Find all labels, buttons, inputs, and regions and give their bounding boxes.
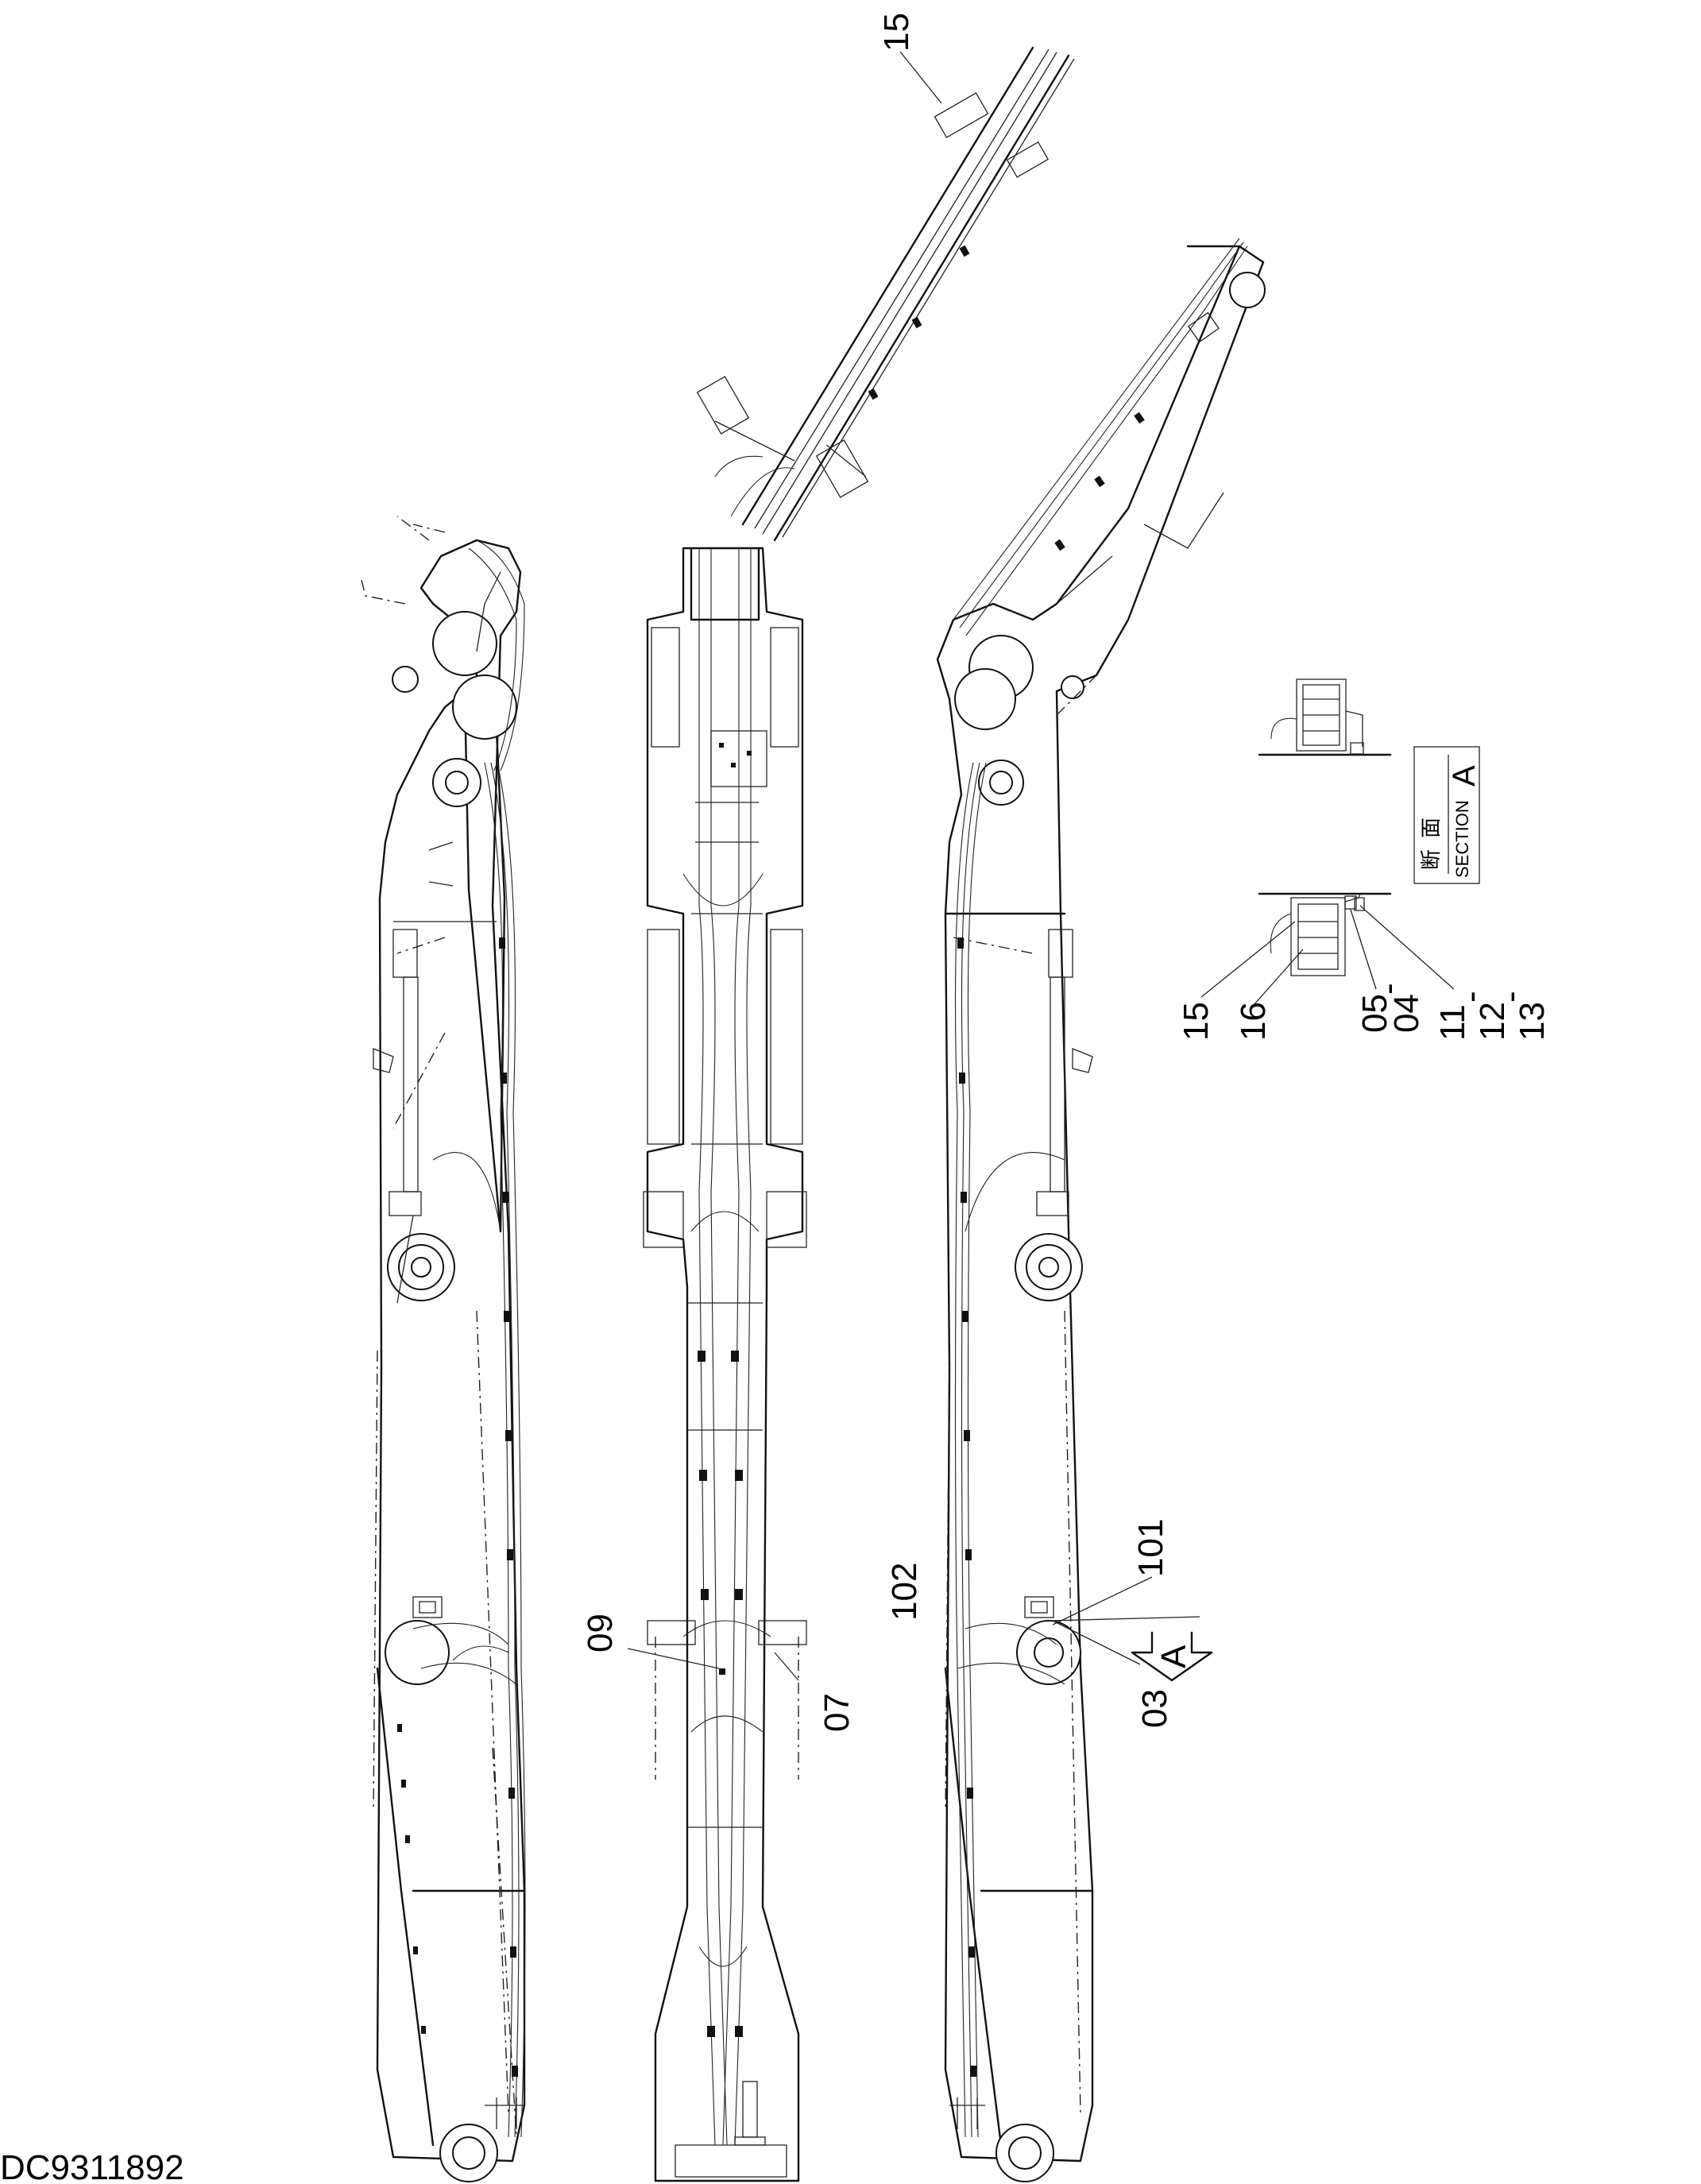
right-boom-side-view: [936, 238, 1266, 2182]
section-cjk-2: 面: [1420, 818, 1444, 838]
callout-15-detail: 15: [1177, 1002, 1216, 1041]
callout-04: 04: [1387, 994, 1426, 1033]
section-a-label: [1413, 746, 1480, 884]
section-a-detail: [1258, 678, 1392, 976]
section-letter: A: [1447, 765, 1482, 787]
drawing-code: DC9311892: [0, 2148, 184, 2184]
callout-13: 13: [1513, 1002, 1552, 1041]
callout-dash-1: -: [1369, 983, 1408, 995]
callout-12: 12: [1473, 1002, 1512, 1041]
view-arrow-a: [1131, 1631, 1213, 1682]
callout-07: 07: [818, 1693, 856, 1732]
callout-dash-3: -: [1491, 991, 1530, 1003]
callout-09: 09: [581, 1614, 620, 1652]
callout-11: 11: [1433, 1004, 1472, 1041]
center-boom-top-view: [643, 547, 807, 2182]
callout-03: 03: [1135, 1689, 1174, 1728]
callout-102: 102: [885, 1563, 924, 1621]
callout-15-top: 15: [877, 13, 916, 52]
top-arm-view: [696, 46, 1075, 542]
section-cjk-1: 断: [1420, 849, 1444, 870]
view-arrow-letter: A: [1154, 1645, 1193, 1668]
callout-101: 101: [1131, 1519, 1170, 1577]
left-boom-side-view: [361, 516, 526, 2182]
leader-lines: [627, 51, 1455, 1681]
callout-dash-2: -: [1452, 991, 1490, 1003]
callout-16: 16: [1234, 1002, 1273, 1041]
section-label: SECTION: [1452, 800, 1472, 878]
callout-05: 05: [1355, 994, 1394, 1033]
